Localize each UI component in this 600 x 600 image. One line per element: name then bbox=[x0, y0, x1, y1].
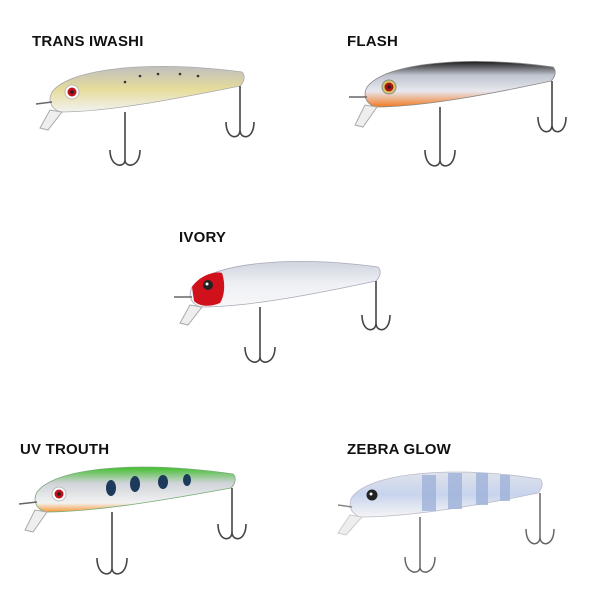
uv-trouth-lure-icon bbox=[18, 466, 247, 575]
zebra-glow-lure-icon bbox=[337, 471, 555, 573]
lure-image-zebra-glow bbox=[330, 455, 580, 590]
lure-label-flash: FLASH bbox=[347, 33, 398, 50]
lure-image-ivory bbox=[170, 245, 410, 380]
ivory-lure-icon bbox=[174, 261, 391, 363]
lure-label-trans-iwashi: TRANS IWASHI bbox=[32, 33, 144, 50]
lure-image-flash bbox=[345, 45, 595, 185]
trans-iwashi-lure-icon bbox=[35, 66, 255, 166]
lure-image-trans-iwashi bbox=[30, 50, 270, 185]
lure-label-uv-trouth: UV TROUTH bbox=[20, 441, 110, 458]
lure-label-zebra-glow: ZEBRA GLOW bbox=[347, 441, 451, 458]
lure-label-ivory: IVORY bbox=[179, 229, 227, 246]
flash-lure-icon bbox=[349, 61, 567, 167]
lure-image-uv-trouth bbox=[15, 450, 255, 590]
